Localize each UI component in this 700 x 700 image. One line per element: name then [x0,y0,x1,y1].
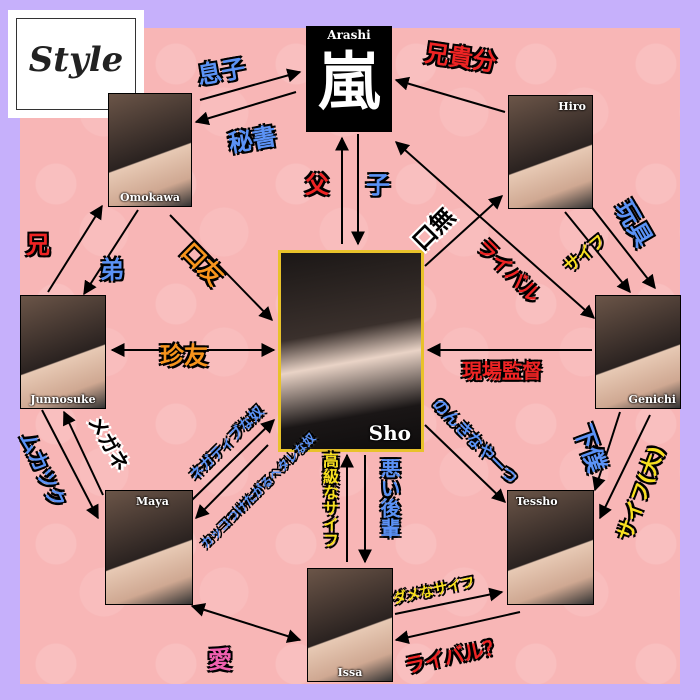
label-maya-issa: 愛 [208,646,232,674]
label-genichi-sho: 現場監督 [462,359,542,383]
name-junnosuke: Junnosuke [30,393,96,406]
arrow-tessho-issa [394,611,521,645]
photo-hiro[interactable]: Hiro [508,95,593,209]
name-maya: Maya [136,495,169,508]
arrow-junnosuke-maya [41,409,99,520]
logo-frame [16,18,136,110]
photo-tessho[interactable]: Tessho [507,490,594,605]
name-tessho: Tessho [516,495,558,508]
photo-junnosuke[interactable]: Junnosuke [20,295,106,409]
name-hiro: Hiro [558,100,586,113]
arrow-arashi-genichi [394,141,596,319]
arrow-maya-sho [191,419,276,501]
name-genichi: Genichi [628,393,676,406]
arrow-maya-junnosuke [63,410,104,496]
arrow-genichi-tessho-a [592,411,621,492]
arrow-junnosuke-omokawa [47,204,103,293]
arashi-kanji: 嵐 [317,45,380,118]
arashi-name: Arashi [327,28,371,42]
name-sho: Sho [368,421,411,445]
arrow-hiro-genichi-a [589,204,656,290]
arrow-arashi-omokawa [194,91,297,126]
photo-sho[interactable]: Sho [278,250,424,452]
label-sho-issa: 悪い後輩 [377,458,401,538]
photo-maya[interactable]: Maya [105,490,193,605]
label-junnosuke-omokawa: 兄 [26,231,50,259]
arrow-omokawa-arashi [199,68,302,101]
photo-genichi[interactable]: Genichi [595,295,681,409]
arrow-omokawa-sho [169,214,273,322]
arrow-sho-hiro [424,195,504,267]
logo-text: Style [28,40,124,80]
name-omokawa: Omokawa [120,191,180,204]
label-issa-sho: 高級なサイフ [320,452,339,548]
arashi-box[interactable]: Arashi 嵐 [306,26,392,132]
arrow-omokawa-junnosuke [83,209,139,296]
photo-omokawa[interactable]: Omokawa [108,93,192,207]
label-junnosuke-sho: 珍友 [160,342,208,370]
label-sho-arashi: 子 [366,171,390,199]
arrow-hiro-arashi [394,76,506,113]
label-omokawa-junnosuke: 弟 [100,256,124,284]
arrow-maya-issa [190,603,302,643]
label-arashi-sho: 父 [305,171,329,199]
arrow-sho-tessho [424,424,507,503]
arrow-hiro-genichi-b [564,211,631,294]
photo-issa[interactable]: Issa [307,568,393,682]
arrow-sho-maya [195,444,269,519]
arrow-genichi-tessho-b [599,414,651,520]
name-issa: Issa [337,666,363,679]
arrow-issa-tessho [394,587,504,615]
